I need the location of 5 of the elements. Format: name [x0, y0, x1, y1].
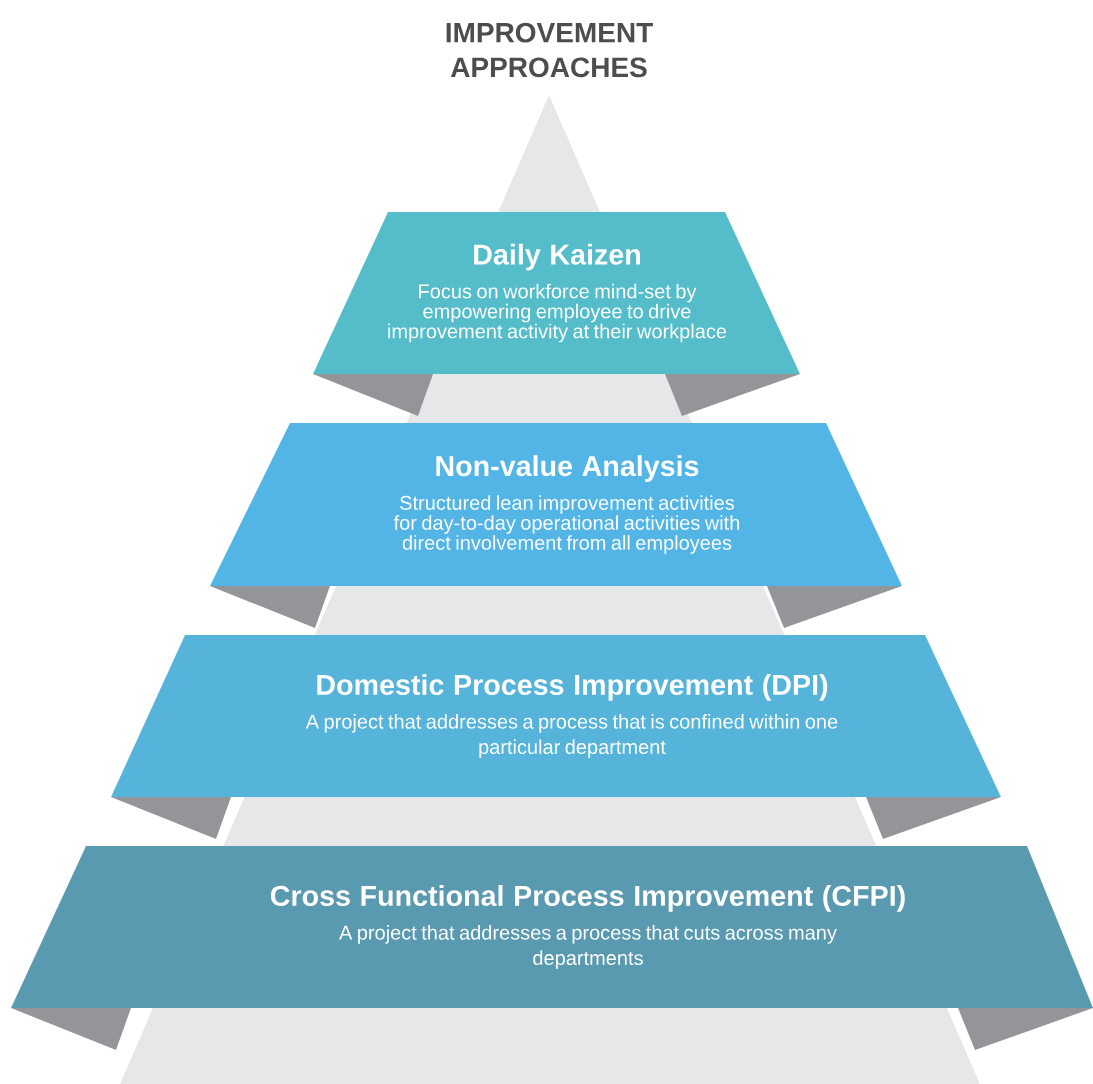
- trapezoid-band: Cross Functional Process Improvement (CFPI) A project that addresses a process that cuts across many departments: [11, 846, 1093, 1008]
- trapezoid-band: Non-value Analysis Structured lean improvement activities for day-to-day operational activities with direct involvement from all employees: [210, 423, 902, 586]
- trapezoid-band: Daily Kaizen Focus on workforce mind-set by empowering employee to drive improvement activity at their workplace: [313, 212, 800, 374]
- trapezoid-band: Domestic Process Improvement (DPI) A project that addresses a process that is confined within one particular department: [111, 635, 1001, 797]
- title: IMPROVEMENT APPROACHES: [446, 22, 653, 78]
